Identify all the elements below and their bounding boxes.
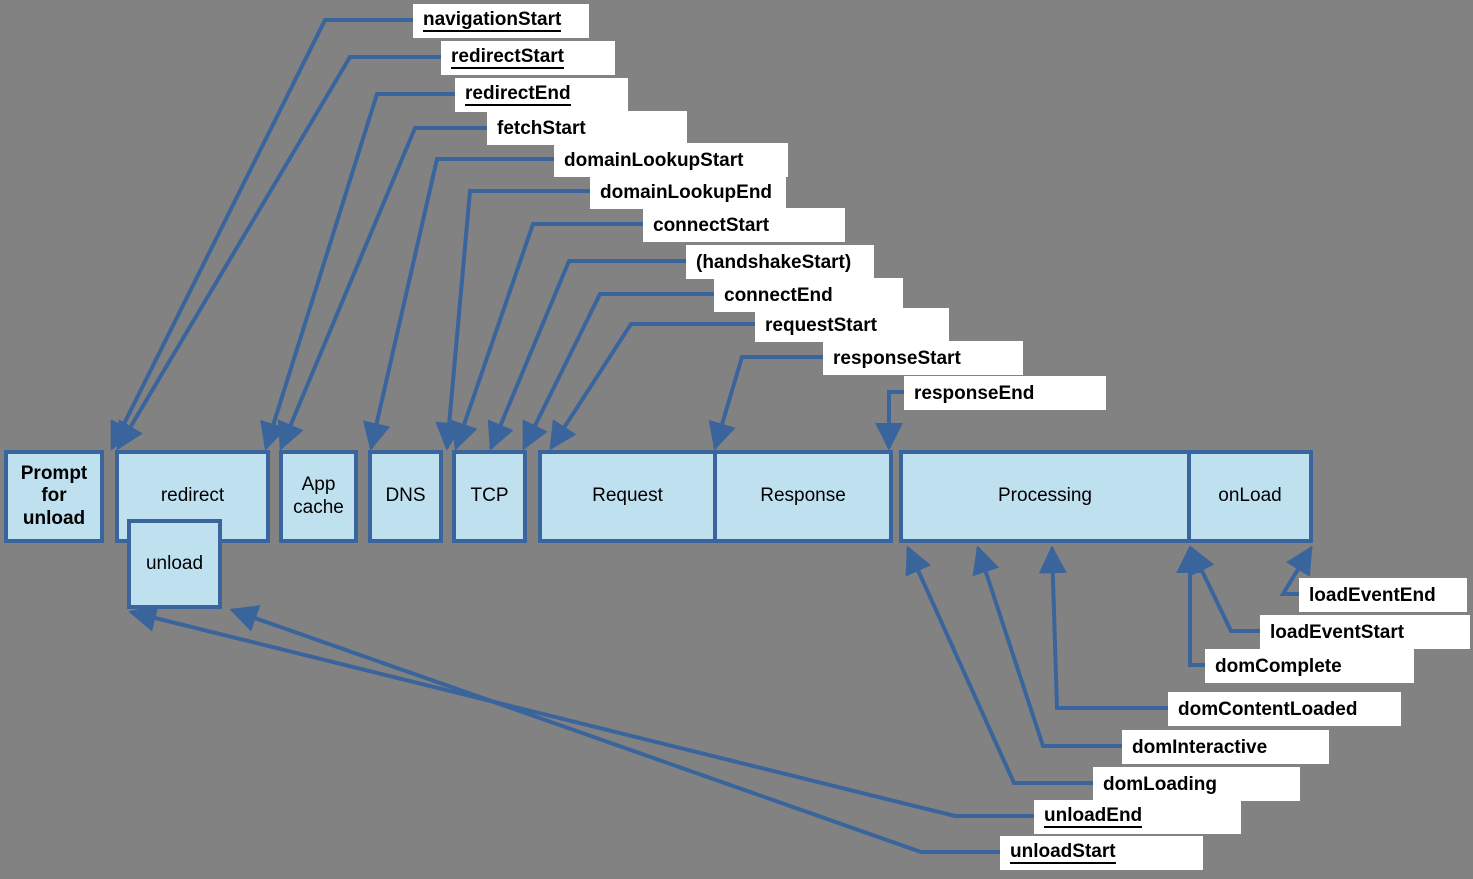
label-text: loadEventStart — [1270, 621, 1405, 643]
label-text: responseStart — [833, 347, 961, 369]
label-text: loadEventEnd — [1309, 584, 1436, 606]
label-text: unloadStart — [1010, 841, 1116, 864]
label-text: (handshakeStart) — [696, 251, 852, 273]
timing-label-redirectEnd: redirectEnd — [455, 78, 628, 112]
timing-label-connectEnd: connectEnd — [714, 278, 903, 312]
timing-label-domainLookupEnd: domainLookupEnd — [590, 175, 786, 209]
timing-label-domContentLoaded: domContentLoaded — [1168, 692, 1401, 726]
timing-label-fetchStart: fetchStart — [487, 111, 687, 145]
phase-box-tcp: TCP — [452, 450, 527, 543]
label-text: domainLookupEnd — [600, 181, 773, 203]
timing-label-loadEventStart: loadEventStart — [1260, 615, 1470, 649]
label-text: responseEnd — [914, 382, 1035, 404]
phase-label: Processing — [998, 485, 1092, 507]
timing-label-responseEnd: responseEnd — [904, 376, 1106, 410]
phase-label: redirect — [160, 485, 225, 507]
label-text: domLoading — [1103, 773, 1217, 795]
phase-label: TCP — [470, 485, 509, 507]
phase-box-onload: onLoad — [1187, 450, 1313, 543]
label-text: domComplete — [1215, 655, 1342, 677]
phase-box-unload: unload — [127, 519, 222, 609]
label-text: redirectEnd — [465, 83, 571, 106]
timing-label-handshakeStart: (handshakeStart) — [686, 245, 874, 279]
timing-label-loadEventEnd: loadEventEnd — [1299, 578, 1467, 612]
phase-box-request: Request — [538, 450, 717, 543]
label-text: requestStart — [765, 314, 877, 336]
label-text: domainLookupStart — [564, 149, 744, 171]
timing-label-redirectStart: redirectStart — [441, 41, 615, 75]
phase-label: Response — [760, 485, 846, 507]
label-text: fetchStart — [497, 117, 586, 139]
phase-box-response: Response — [713, 450, 893, 543]
label-text: connectStart — [653, 214, 770, 236]
phase-label: onLoad — [1218, 485, 1282, 507]
phase-box-dns: DNS — [368, 450, 443, 543]
timing-label-requestStart: requestStart — [755, 308, 949, 342]
phase-box-processing: Processing — [899, 450, 1191, 543]
timing-label-domInteractive: domInteractive — [1122, 730, 1329, 764]
timing-label-unloadEnd: unloadEnd — [1034, 800, 1241, 834]
label-text: domInteractive — [1132, 736, 1268, 758]
label-text: connectEnd — [724, 284, 833, 306]
phase-label: Request — [592, 485, 663, 507]
label-text: domContentLoaded — [1178, 698, 1358, 720]
label-text: unloadEnd — [1044, 805, 1143, 828]
label-text: redirectStart — [451, 46, 564, 69]
timing-label-navigationStart: navigationStart — [413, 4, 589, 38]
timing-label-domComplete: domComplete — [1205, 649, 1414, 683]
timing-label-connectStart: connectStart — [643, 208, 845, 242]
phase-label: DNS — [385, 485, 426, 507]
timing-label-domainLookupStart: domainLookupStart — [554, 143, 788, 177]
phase-label: unload — [145, 552, 204, 574]
timing-label-responseStart: responseStart — [823, 341, 1023, 375]
timing-label-domLoading: domLoading — [1093, 767, 1300, 801]
timing-label-unloadStart: unloadStart — [1000, 836, 1203, 870]
label-text: navigationStart — [423, 9, 562, 32]
